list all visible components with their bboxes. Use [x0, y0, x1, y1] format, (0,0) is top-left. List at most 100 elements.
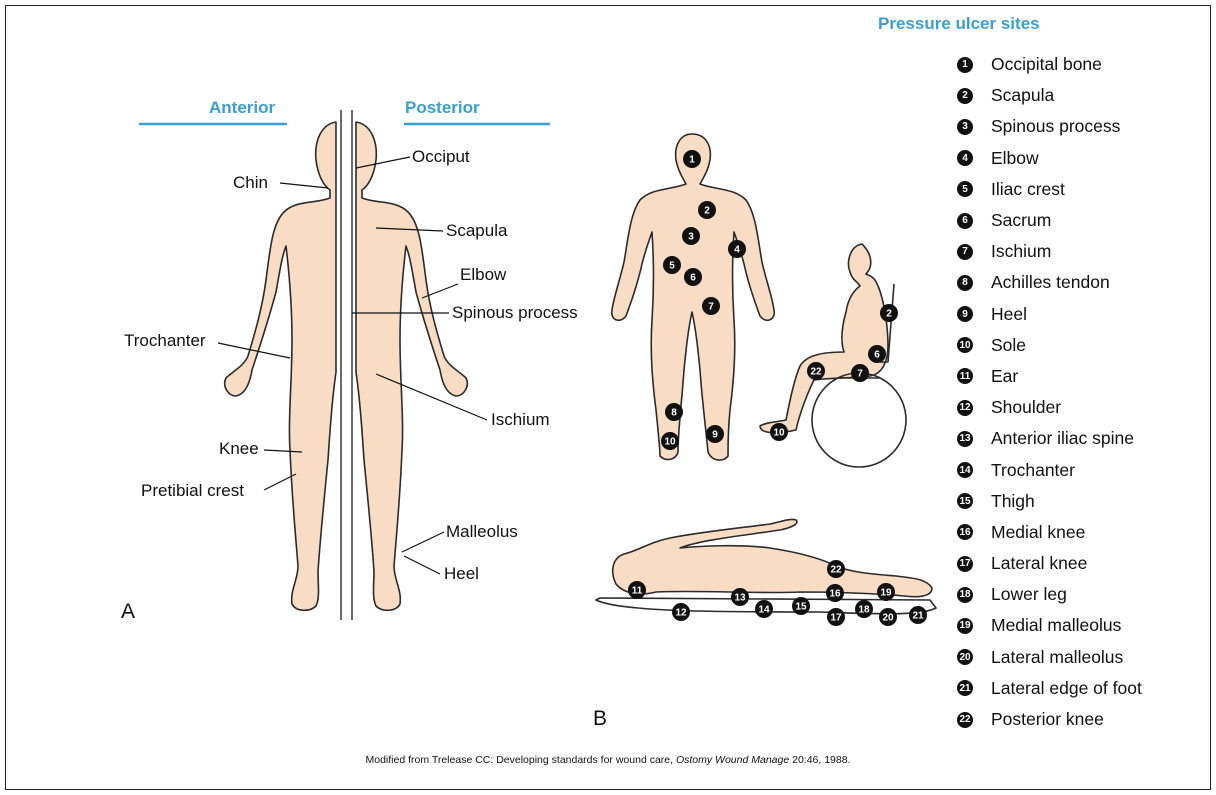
label-occiput: Occiput — [412, 147, 470, 167]
legend-label: Ischium — [991, 241, 1051, 262]
standing-marker-number: 10 — [664, 437, 676, 448]
label-pretibial-crest: Pretibial crest — [141, 481, 244, 501]
legend-number-badge: 18 — [957, 587, 973, 603]
label-chin: Chin — [233, 173, 268, 193]
legend-item: 22 Posterior knee — [957, 704, 1142, 735]
panel-a-body — [225, 122, 468, 610]
legend-label: Scapula — [991, 85, 1054, 106]
legend-item: 17 Lateral knee — [957, 548, 1142, 579]
legend-label: Trochanter — [991, 460, 1075, 481]
label-heel: Heel — [444, 564, 479, 584]
seated-marker-number: 10 — [773, 428, 785, 439]
lying-marker-number: 22 — [830, 565, 842, 576]
caption-journal: Ostomy Wound Manage — [676, 754, 789, 766]
standing-marker-number: 8 — [671, 408, 677, 419]
seated-marker-number: 22 — [810, 367, 822, 378]
standing-figure — [612, 134, 775, 460]
anterior-header: Anterior — [209, 98, 275, 118]
legend-number-badge: 19 — [957, 618, 973, 634]
legend-item: 19 Medial malleolus — [957, 610, 1142, 641]
lying-marker-number: 20 — [882, 613, 894, 624]
lying-marker-number: 13 — [734, 593, 746, 604]
legend-item: 16Medial knee — [957, 517, 1142, 548]
label-trochanter: Trochanter — [124, 331, 206, 351]
legend-label: Heel — [991, 304, 1027, 325]
legend-number-badge: 4 — [957, 150, 973, 166]
standing-marker-number: 4 — [734, 245, 740, 256]
legend-label: Elbow — [991, 148, 1039, 169]
lying-marker-number: 12 — [675, 608, 687, 619]
legend-item: 1 Occipital bone — [957, 49, 1142, 80]
legend-number-badge: 8 — [957, 275, 973, 291]
legend-number-badge: 3 — [957, 119, 973, 135]
legend-label: Thigh — [991, 491, 1035, 512]
legend-label: Sacrum — [991, 210, 1051, 231]
legend-number-badge: 10 — [957, 337, 973, 353]
legend-number-badge: 1 — [957, 57, 973, 73]
lying-marker-number: 18 — [858, 605, 870, 616]
legend-title: Pressure ulcer sites — [878, 14, 1040, 34]
lying-marker-number: 16 — [829, 589, 841, 600]
legend-label: Occipital bone — [991, 54, 1102, 75]
seated-marker-number: 2 — [886, 309, 892, 320]
seated-marker-number: 6 — [874, 350, 880, 361]
legend-item: 18 Lower leg — [957, 579, 1142, 610]
standing-marker-number: 3 — [688, 232, 694, 243]
legend-number-badge: 2 — [957, 88, 973, 104]
legend-item: 10 Sole — [957, 330, 1142, 361]
legend-label: Lateral malleolus — [991, 647, 1123, 668]
legend-label: Sole — [991, 335, 1026, 356]
label-elbow: Elbow — [460, 265, 506, 285]
legend-label: Medial malleolus — [991, 615, 1121, 636]
legend-number-badge: 9 — [957, 306, 973, 322]
lying-marker-number: 19 — [880, 588, 892, 599]
source-caption: Modified from Trelease CC: Developing st… — [0, 754, 1216, 766]
legend-item: 14 Trochanter — [957, 454, 1142, 485]
lying-marker-number: 17 — [830, 613, 842, 624]
legend-number-badge: 16 — [957, 524, 973, 540]
standing-marker-number: 2 — [704, 206, 710, 217]
legend-item: 15 Thigh — [957, 486, 1142, 517]
lying-marker-number: 21 — [912, 611, 924, 622]
legend-label: Lower leg — [991, 584, 1067, 605]
label-scapula: Scapula — [446, 221, 507, 241]
standing-marker-number: 6 — [690, 273, 696, 284]
legend-number-badge: 17 — [957, 556, 973, 572]
legend-number-badge: 14 — [957, 462, 973, 478]
legend-item: 7 Ischium — [957, 236, 1142, 267]
lying-marker-number: 15 — [795, 602, 807, 613]
legend-number-badge: 15 — [957, 493, 973, 509]
legend-label: Posterior knee — [991, 709, 1104, 730]
seated-marker-number: 7 — [857, 369, 863, 380]
legend-number-badge: 11 — [957, 368, 973, 384]
legend-label: Iliac crest — [991, 179, 1065, 200]
legend-number-badge: 22 — [957, 712, 973, 728]
legend-number-badge: 7 — [957, 244, 973, 260]
standing-marker-number: 5 — [669, 261, 675, 272]
lying-marker-number: 11 — [632, 586, 643, 597]
legend-label: Anterior iliac spine — [991, 428, 1134, 449]
legend-item: 9 Heel — [957, 299, 1142, 330]
legend-number-badge: 13 — [957, 431, 973, 447]
label-spinous-process: Spinous process — [452, 303, 578, 323]
posterior-header: Posterior — [405, 98, 480, 118]
panel-a-label: A — [121, 600, 135, 624]
legend-label: Lateral knee — [991, 553, 1087, 574]
label-ischium: Ischium — [491, 410, 550, 430]
panel-b-label: B — [593, 707, 607, 731]
standing-marker-number: 9 — [712, 430, 718, 441]
caption-prefix: Modified from Trelease CC: Developing st… — [365, 754, 675, 766]
legend-item: 13 Anterior iliac spine — [957, 423, 1142, 454]
caption-suffix: 20:46, 1988. — [789, 754, 850, 766]
label-malleolus: Malleolus — [446, 522, 518, 542]
legend-item: 5Iliac crest — [957, 174, 1142, 205]
label-knee: Knee — [219, 439, 259, 459]
lying-marker-number: 14 — [758, 605, 770, 616]
